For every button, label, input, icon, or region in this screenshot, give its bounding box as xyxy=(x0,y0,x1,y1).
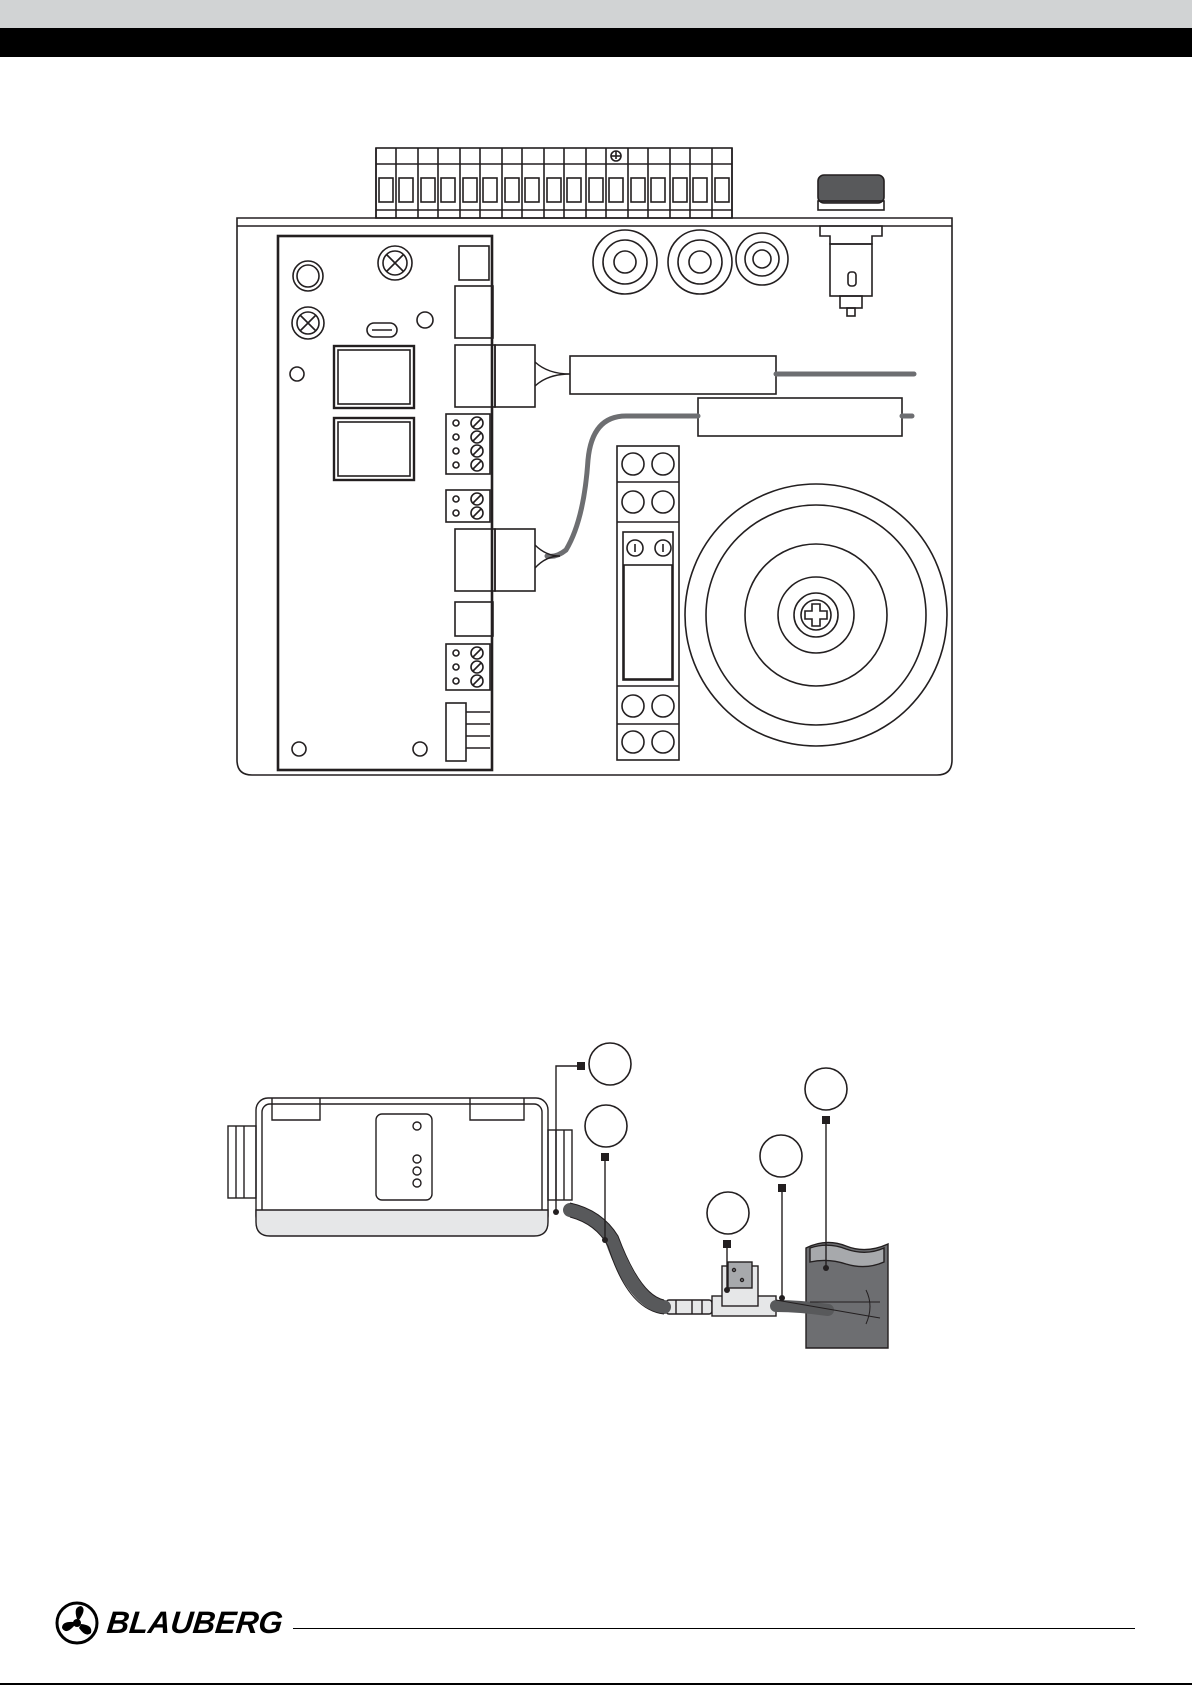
brand-logo: BLAUBERG xyxy=(55,1601,283,1645)
ventilation-unit xyxy=(256,1098,548,1236)
callout-circle xyxy=(707,1192,749,1234)
callout-circle xyxy=(589,1043,631,1085)
sewer-pipe xyxy=(806,1242,888,1348)
duct-spigot-right xyxy=(548,1130,572,1200)
callout-leader xyxy=(556,1066,578,1212)
brand-name: BLAUBERG xyxy=(105,1601,285,1645)
callout-circle xyxy=(805,1068,847,1110)
duct-spigot-left xyxy=(228,1126,256,1198)
callout-circle xyxy=(760,1135,802,1177)
fan-propeller-icon xyxy=(55,1601,99,1645)
callout-circle xyxy=(585,1105,627,1147)
footer-rule xyxy=(293,1628,1135,1629)
siphon-trap xyxy=(666,1262,776,1316)
